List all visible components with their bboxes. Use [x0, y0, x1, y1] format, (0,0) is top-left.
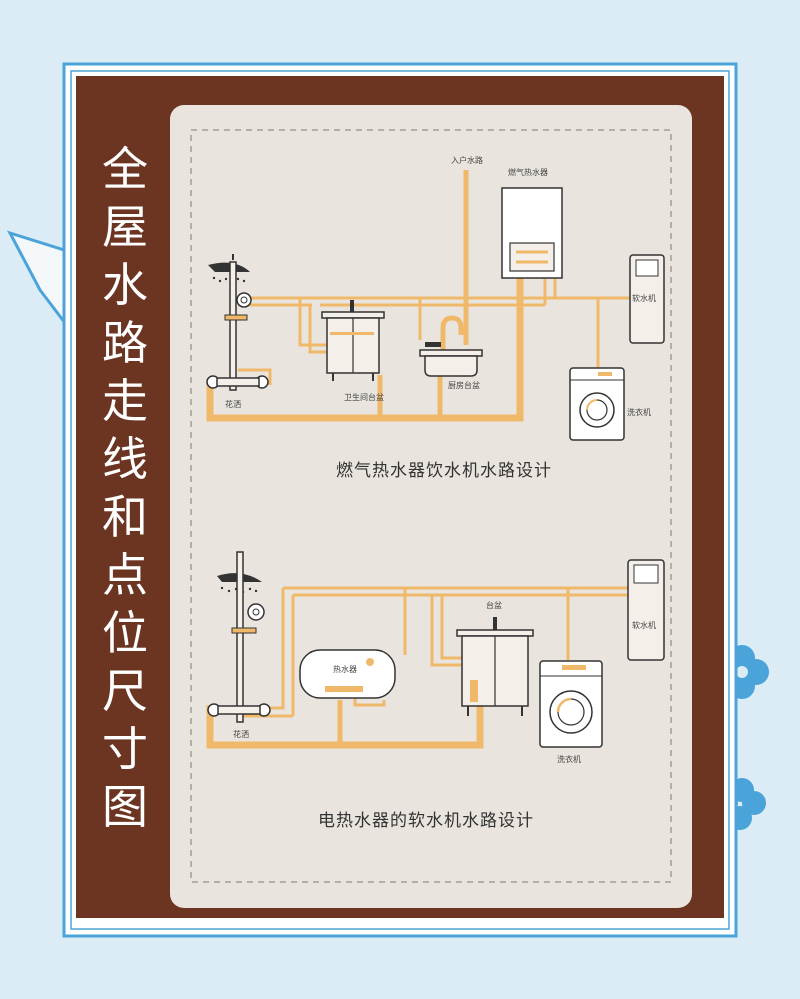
label-bathroom-basin: 卫生间台盆	[344, 393, 384, 402]
title-char: 位	[102, 606, 148, 660]
title-char: 寸	[102, 722, 148, 776]
label-electric-heater: 热水器	[333, 665, 357, 674]
basin	[456, 617, 534, 716]
diagram2-caption: 电热水器的软水机水路设计	[318, 811, 534, 831]
title-char: 和	[102, 490, 148, 544]
diagram-panel	[170, 105, 692, 908]
title-char: 线	[102, 432, 148, 486]
kitchen-basin	[419, 315, 483, 377]
water-softener	[627, 559, 665, 661]
label-washer: 洗衣机	[557, 755, 581, 764]
washing-machine	[539, 660, 603, 748]
title-char: 尺	[102, 664, 148, 718]
label-shower: 花洒	[225, 400, 241, 409]
label-gas-heater: 燃气热水器	[508, 168, 548, 177]
poster-title: 全屋水路走线和点位尺寸图	[92, 140, 158, 836]
title-char: 点	[102, 548, 148, 602]
shower-2	[207, 551, 271, 723]
label-basin: 台盆	[486, 601, 502, 610]
label-inlet: 入户水路	[451, 156, 483, 165]
label-washer: 洗衣机	[627, 408, 651, 417]
label-softener: 软水机	[632, 294, 656, 303]
gas-water-heater	[501, 187, 563, 279]
water-softener	[629, 254, 665, 344]
washing-machine	[569, 367, 625, 441]
label-kitchen-basin: 厨房台盆	[448, 381, 480, 390]
bathroom-basin	[321, 300, 385, 381]
label-shower: 花洒	[233, 730, 249, 739]
electric-water-heater	[299, 649, 396, 699]
title-char: 路	[102, 316, 148, 370]
diagram1-caption: 燃气热水器饮水机水路设计	[336, 461, 552, 481]
title-char: 水	[102, 258, 148, 312]
title-char: 全	[102, 142, 148, 196]
title-char: 走	[102, 374, 148, 428]
shower-1	[206, 254, 269, 391]
label-softener: 软水机	[632, 621, 656, 630]
title-char: 图	[102, 780, 148, 834]
title-char: 屋	[102, 200, 148, 254]
